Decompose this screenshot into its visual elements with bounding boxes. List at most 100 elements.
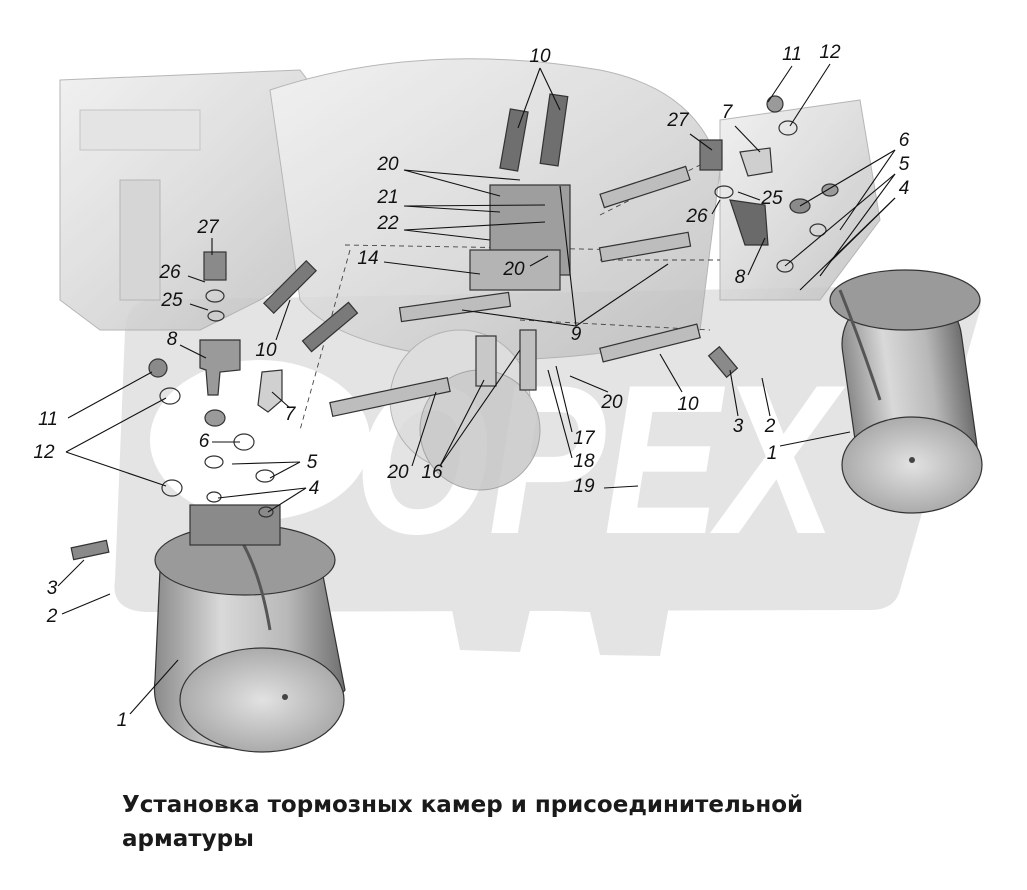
callout-c-14: 14 (357, 248, 378, 269)
leader-line-c-11-l-0 (67, 371, 153, 419)
leader-line-c-1-l-0 (129, 659, 179, 715)
leader-line-c-19-0 (603, 485, 639, 489)
callout-c-19: 19 (573, 476, 595, 497)
callout-c-20-a: 20 (376, 154, 399, 175)
callout-c-10-top: 10 (529, 46, 551, 67)
leader-line-c-4-l-0 (217, 487, 307, 499)
leader-line-c-8-l-0 (179, 344, 207, 359)
callout-c-20-b: 20 (502, 259, 525, 280)
leader-line-c-26-r-0 (711, 199, 721, 215)
brake-chamber-left (153, 504, 346, 753)
fittings (70, 93, 839, 561)
callout-c-25-l: 25 (160, 290, 183, 311)
leader-line-c-12-l-0 (65, 397, 167, 453)
leader-line-c-10-top-0 (517, 67, 541, 129)
brake-chamber-right (829, 269, 983, 514)
leader-line-c-20-c-0 (569, 375, 609, 393)
callout-c-10-l: 10 (255, 340, 277, 361)
leader-line-c-12-l-1 (65, 451, 167, 487)
callout-c-1-r: 1 (767, 443, 778, 464)
leader-line-c-18-0 (547, 369, 573, 459)
leader-line-c-8-r-0 (747, 237, 766, 276)
leader-line-c-14-0 (383, 261, 481, 275)
leader-line-c-20-a-0 (403, 169, 521, 181)
callout-c-4-l: 4 (309, 478, 320, 499)
callout-c-17: 17 (573, 428, 596, 449)
callout-c-6-l: 6 (199, 431, 210, 452)
leader-line-c-3-l-0 (57, 559, 85, 587)
callout-c-3-r: 3 (733, 416, 744, 437)
callout-c-16: 16 (421, 462, 443, 483)
leader-line-c-26-l-0 (187, 275, 206, 283)
callout-c-12-tr: 12 (819, 42, 841, 63)
callout-c-7-r: 7 (722, 102, 734, 123)
leader-line-c-10-m-0 (659, 353, 683, 393)
leader-line-c-7-l-0 (271, 391, 291, 409)
callout-c-27-r: 27 (666, 110, 690, 131)
leader-lines (57, 63, 896, 715)
leader-line-c-10-l-0 (275, 299, 291, 341)
leader-line-c-16-0 (439, 379, 485, 467)
callout-c-26-r: 26 (685, 206, 708, 227)
leader-line-c-21-0 (403, 205, 501, 213)
leader-line-c-22-0 (403, 229, 491, 241)
leader-line-c-9-0 (559, 185, 577, 327)
leader-line-c-20-a-1 (403, 169, 501, 197)
callout-c-21: 21 (376, 187, 398, 208)
leader-line-c-12-tr-0 (789, 63, 831, 127)
callout-c-22: 22 (376, 213, 399, 234)
leader-line-c-4-r-1 (829, 197, 896, 263)
callout-c-8-l: 8 (167, 329, 178, 350)
callout-c-4-r: 4 (899, 178, 910, 199)
leader-line-c-5-r-0 (784, 173, 896, 267)
callout-c-20-c: 20 (600, 392, 623, 413)
leader-line-c-9-1 (575, 263, 669, 327)
leader-line-c-2-l-0 (61, 593, 111, 615)
leader-line-c-22-1 (403, 221, 546, 231)
callout-c-20-d: 20 (386, 462, 409, 483)
callout-c-2-r: 2 (764, 416, 776, 437)
leader-line-c-27-r-0 (689, 133, 713, 151)
callout-c-6-r: 6 (899, 130, 910, 151)
leader-line-c-10-top-1 (539, 67, 561, 111)
leader-line-c-6-r-1 (839, 149, 896, 231)
leader-line-c-21-1 (403, 204, 546, 207)
leader-line-c-25-l-0 (189, 303, 209, 311)
leader-line-c-1-r-0 (779, 431, 851, 447)
callout-c-10-m: 10 (677, 394, 699, 415)
diagram-caption: Установка тормозных камер и присоедините… (122, 788, 922, 856)
callout-c-5-l: 5 (307, 452, 318, 473)
callout-c-18: 18 (573, 451, 595, 472)
caption-line-1: Установка тормозных камер и присоедините… (122, 792, 804, 818)
leader-line-c-5-l-1 (231, 461, 301, 465)
leader-line-c-25-r-0 (737, 191, 761, 201)
caption-line-2: арматуры (122, 826, 254, 852)
leader-line-c-11-tr-0 (767, 65, 793, 103)
leader-line-c-5-l-0 (269, 461, 301, 479)
leader-line-c-3-r-0 (729, 369, 739, 417)
leader-line-c-20-b-0 (529, 255, 549, 267)
callout-c-26-l: 26 (158, 262, 181, 283)
callout-c-7-l: 7 (285, 404, 297, 425)
callout-c-27-l: 27 (196, 217, 220, 238)
leader-line-c-4-l-1 (267, 487, 307, 513)
callout-c-25-r: 25 (760, 188, 783, 209)
callout-c-12-l: 12 (33, 442, 55, 463)
leader-line-c-17-0 (555, 365, 573, 433)
callout-c-8-r: 8 (735, 267, 746, 288)
callout-c-2-l: 2 (46, 606, 58, 627)
callout-c-3-l: 3 (47, 578, 58, 599)
leader-line-c-2-r-0 (761, 377, 771, 417)
callout-c-9: 9 (571, 324, 582, 345)
leader-line-c-7-r-0 (734, 125, 761, 153)
assembly-diagram: OPEX (33, 42, 983, 753)
callout-c-1-l: 1 (117, 710, 128, 731)
leader-line-c-9-2 (461, 309, 577, 327)
callout-c-5-r: 5 (899, 154, 910, 175)
callout-c-11-tr: 11 (782, 44, 802, 65)
leader-line-c-16-1 (439, 349, 521, 467)
callout-c-11-l: 11 (38, 409, 58, 430)
leader-line-c-20-d-0 (411, 391, 437, 467)
leader-line-c-6-r-0 (799, 149, 896, 207)
